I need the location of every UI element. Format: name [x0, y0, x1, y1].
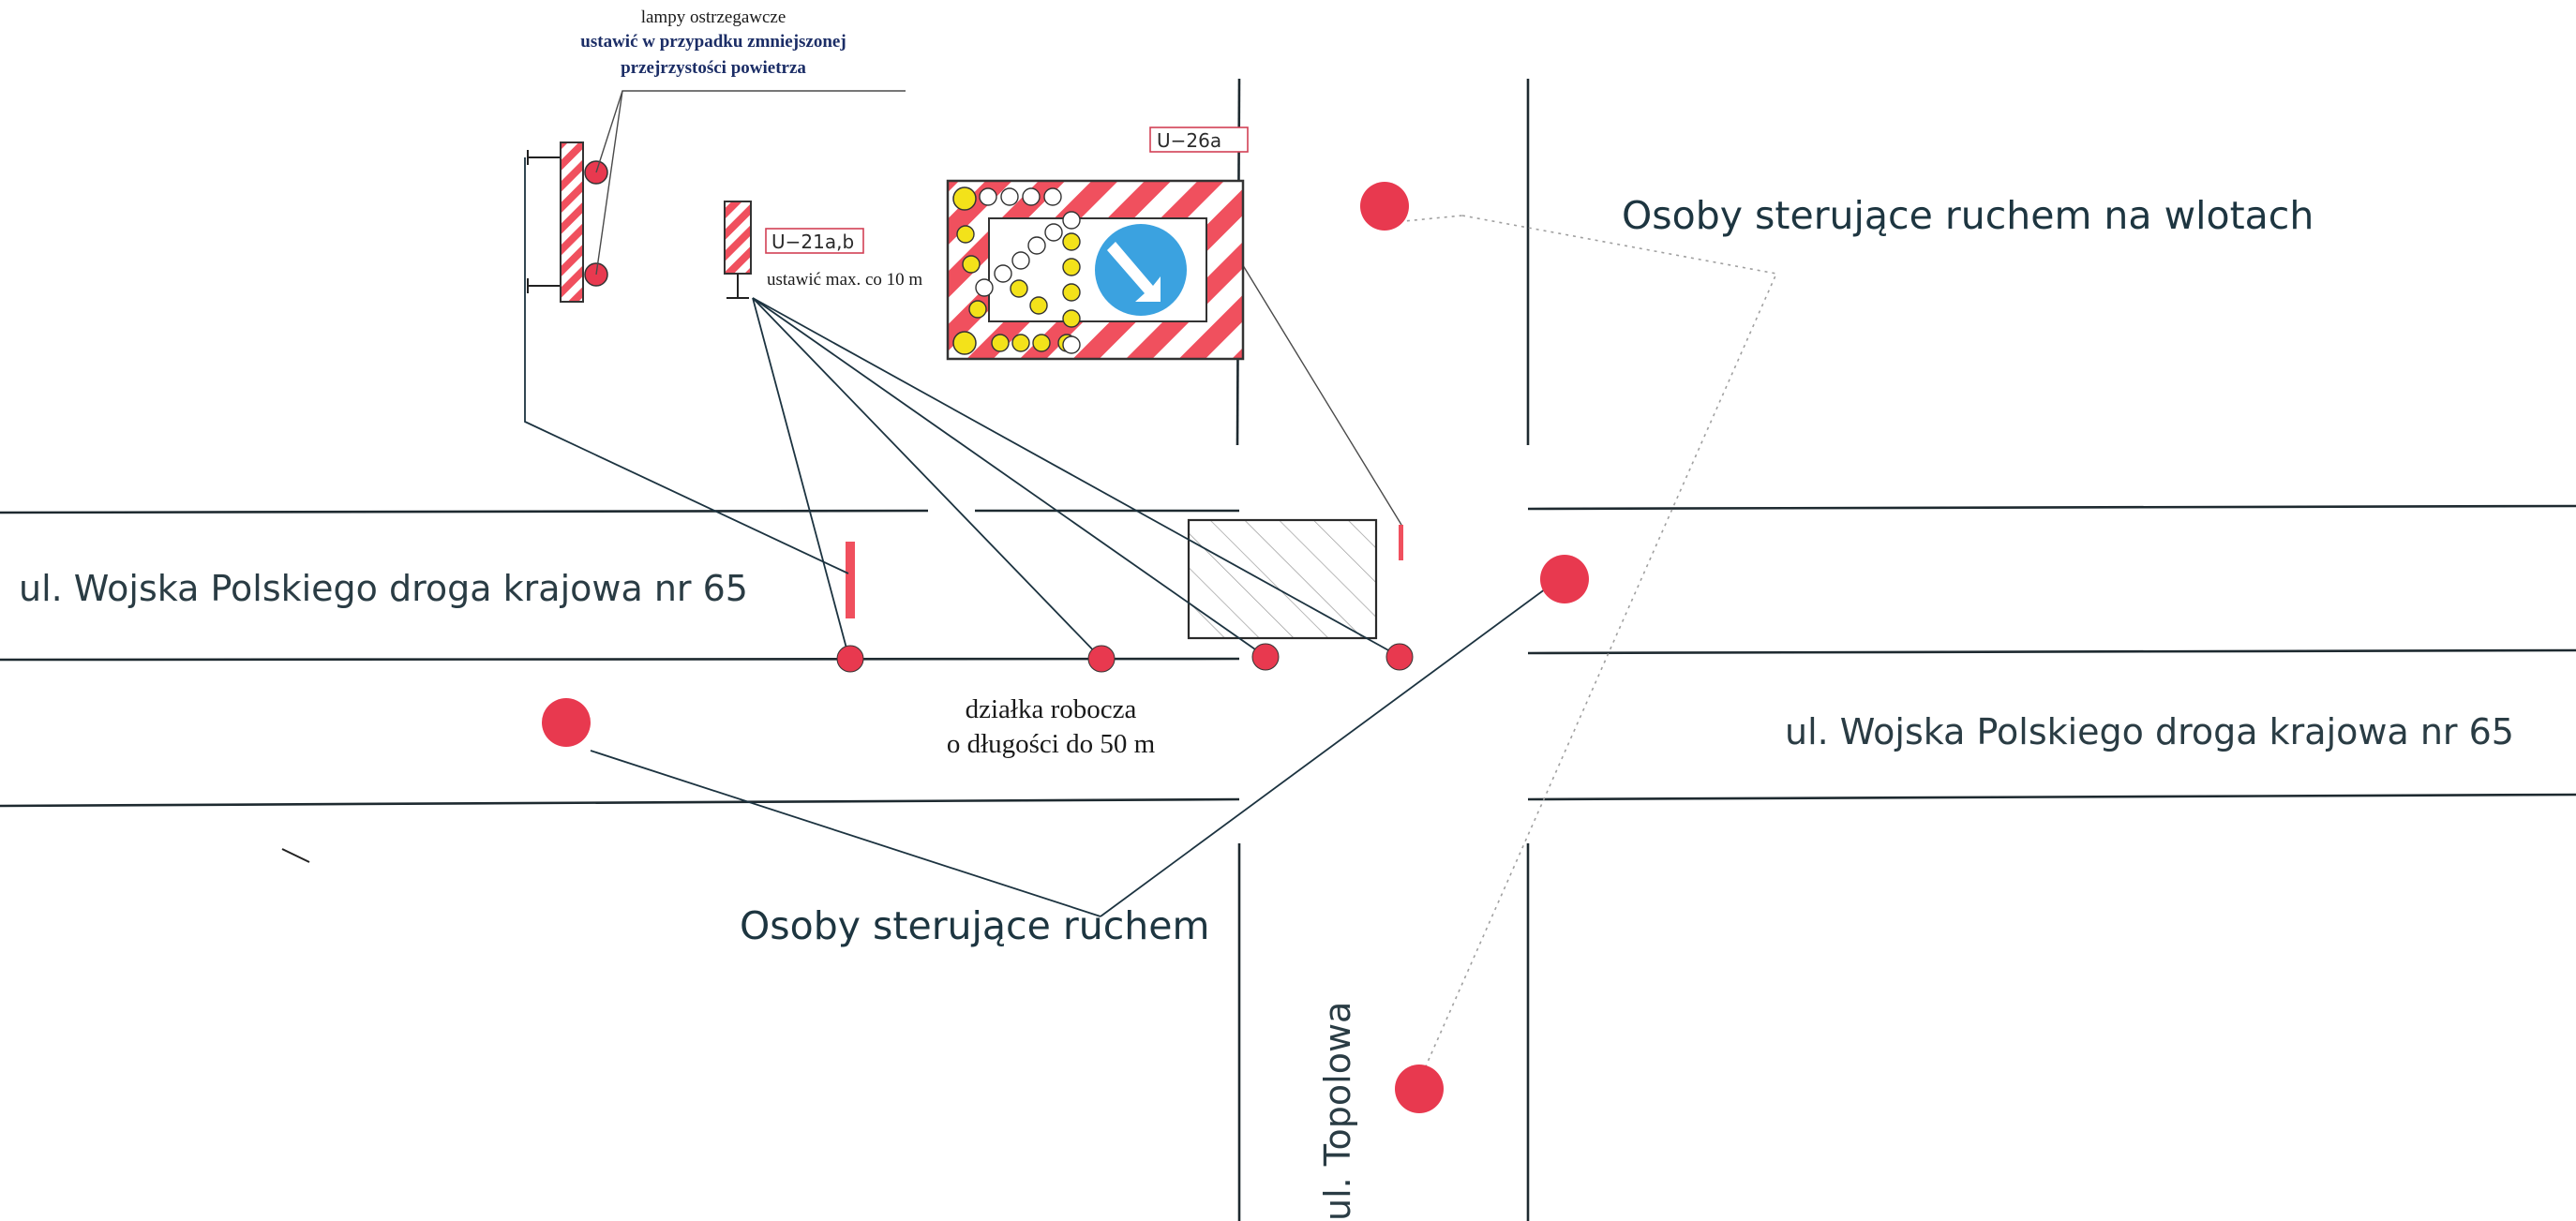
lamps-label-line3: przejrzystości powietrza: [621, 58, 806, 78]
traffic-controllers-label: Osoby sterujące ruchem: [740, 903, 1209, 948]
work-zone-label-line1: działka robocza: [966, 694, 1137, 724]
traffic-controller-marker: [1540, 555, 1589, 603]
road-point-marker: [1385, 643, 1414, 671]
u21-barrier-icon: [724, 201, 752, 275]
work-zone-area: [1187, 518, 1378, 640]
u21-sign-group: [724, 201, 752, 299]
main-road-edges: [0, 504, 2576, 808]
side-road-edges: [1236, 78, 1530, 1221]
street-label-main-right: ul. Wojska Polskiego droga krajowa nr 65: [1785, 711, 2514, 752]
inlet-controllers-label: Osoby sterujące ruchem na wlotach: [1622, 193, 2314, 238]
u21-tag-box: [765, 228, 864, 254]
controller-dots: [542, 182, 1589, 1113]
road-point-marker: [1087, 645, 1116, 673]
traffic-controller-marker: [542, 698, 591, 747]
u21-leaders: [752, 297, 1400, 660]
road-barrier-left: [846, 542, 855, 618]
u21-barrier-icon: [560, 141, 584, 303]
u21-tag: U−21a,b: [771, 231, 854, 253]
lamp-post-group: [527, 141, 608, 303]
road-point-marker: [836, 645, 864, 673]
u21-spacing-note: ustawić max. co 10 m: [767, 270, 922, 290]
road-barrier-right: [1399, 525, 1403, 560]
keep-right-arrow-icon: [1095, 224, 1187, 316]
traffic-controller-marker: [1360, 182, 1409, 231]
lamps-label-line1: lampy ostrzegawcze: [641, 7, 786, 27]
u26a-tag-box: [1149, 127, 1249, 153]
u26a-arrow-board: [946, 179, 1245, 361]
traffic-controller-marker: [1395, 1065, 1444, 1113]
road-point-marker: [1251, 643, 1280, 671]
lamps-label-line2: ustawić w przypadku zmniejszonej: [580, 32, 846, 52]
u26a-tag: U−26a: [1157, 129, 1221, 152]
street-label-main-left: ul. Wojska Polskiego droga krajowa nr 65: [19, 568, 748, 609]
street-label-side: ul. Topolowa: [1317, 1002, 1358, 1221]
work-zone-label-line2: o długości do 50 m: [947, 729, 1156, 759]
